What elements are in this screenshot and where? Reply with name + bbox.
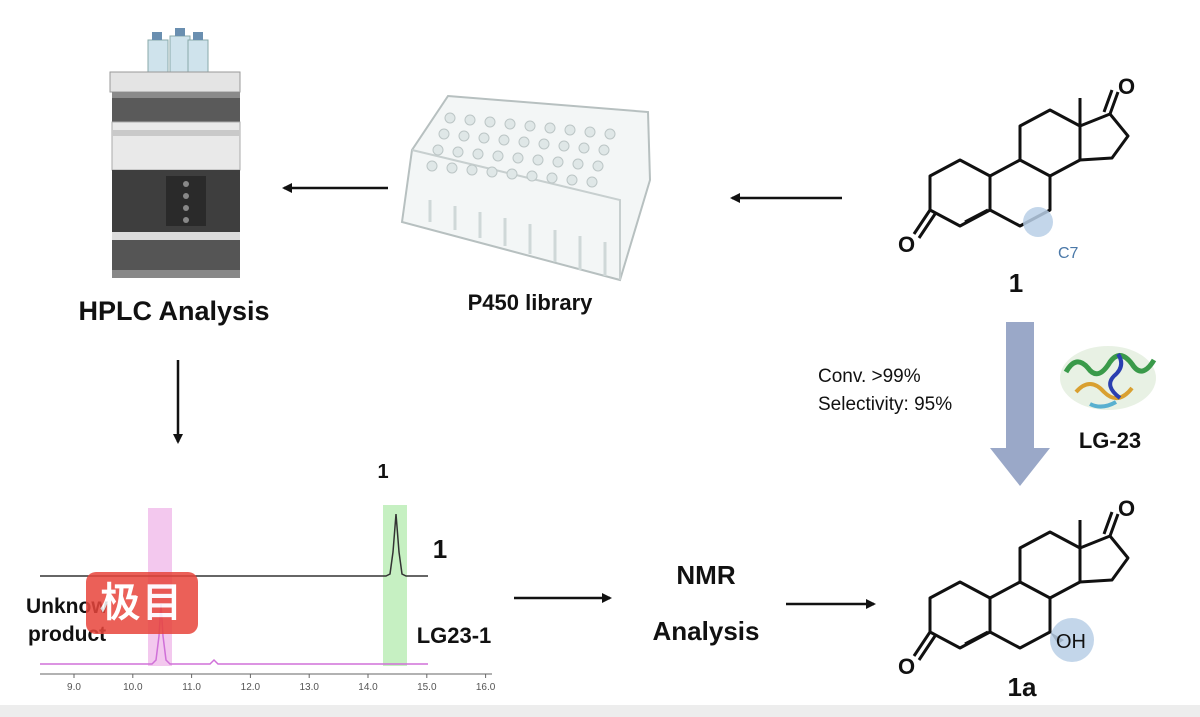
oh-label: OH <box>1056 631 1086 653</box>
c7-label: C7 <box>1058 245 1079 262</box>
compound-1a-label: 1a <box>1008 672 1037 702</box>
watermark-logo: 极目 <box>86 572 198 634</box>
x-tick-label: 15.0 <box>417 682 437 693</box>
x-tick-label: 9.0 <box>67 682 81 693</box>
hplc-analysis-label: HPLC Analysis <box>78 296 269 326</box>
enzyme-protein-image <box>1060 346 1157 410</box>
compound-1a-structure <box>912 511 1130 661</box>
selectivity-text: Selectivity: 95% <box>818 394 952 415</box>
trace-compound-1 <box>40 513 428 577</box>
reaction-arrow <box>990 322 1050 486</box>
nmr-label-line1: NMR <box>676 560 735 590</box>
compound-1-label: 1 <box>1009 268 1023 298</box>
nmr-label-line2: Analysis <box>653 616 760 646</box>
oh-highlight <box>1050 618 1094 662</box>
x-tick-label: 16.0 <box>476 682 496 693</box>
x-tick-label: 11.0 <box>182 682 201 693</box>
x-tick-label: 12.0 <box>241 682 261 693</box>
c7-highlight <box>1023 207 1053 237</box>
x-tick-label: 10.0 <box>123 682 143 693</box>
compound-1a-ketone-o: O <box>1118 496 1135 521</box>
x-axis-ticks: 9.0 10.0 11.0 12.0 13.0 14.0 15.0 16.0 <box>67 674 496 693</box>
enzyme-label: LG-23 <box>1079 428 1141 453</box>
bottom-strip <box>0 705 1200 717</box>
trace-lg23-1 <box>40 603 428 665</box>
conversion-text: Conv. >99% <box>818 366 921 387</box>
hplc-instrument-image <box>109 28 241 278</box>
x-tick-label: 13.0 <box>299 682 319 693</box>
p450-library-label: P450 library <box>468 290 594 315</box>
compound-1-c3-o: O <box>898 232 915 257</box>
compound-1-ketone-o: O <box>1118 74 1135 99</box>
chromatogram: 9.0 10.0 11.0 12.0 13.0 14.0 15.0 16.0 <box>40 505 496 693</box>
trace-2-label: LG23-1 <box>417 623 492 648</box>
peak-label: 1 <box>377 461 388 483</box>
trace-1-label: 1 <box>433 534 447 564</box>
p450-well-plate-image <box>400 94 652 282</box>
compound-1a-c3-o: O <box>898 654 915 679</box>
compound-1-structure <box>912 89 1130 239</box>
x-tick-label: 14.0 <box>358 682 378 693</box>
